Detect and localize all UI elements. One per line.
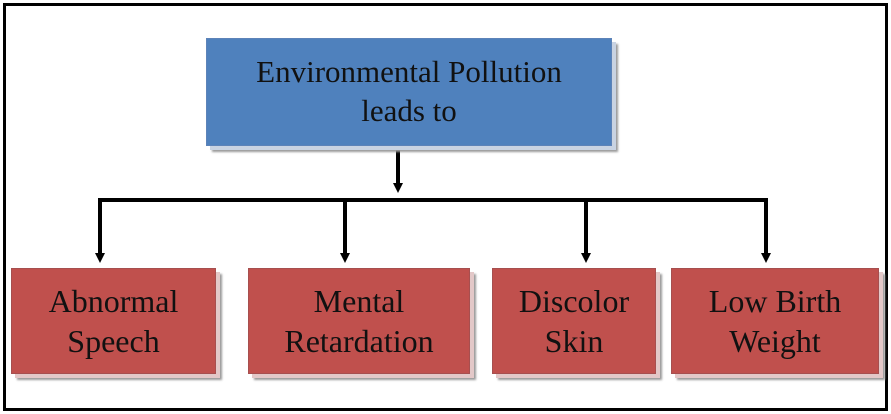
effect-node-mental-retardation: Mental Retardation [248,268,470,374]
effect-label-line1: Abnormal [48,283,179,319]
effect-node-low-birth-weight: Low Birth Weight [671,268,879,374]
effect-label-line1: Discolor [518,283,630,319]
effect-label: Low Birth Weight [709,281,841,361]
effect-label-line2: Skin [544,323,604,359]
effect-label-line2: Retardation [284,323,434,359]
effect-label: Mental Retardation [284,281,433,361]
effect-node-abnormal-speech: Abnormal Speech [11,268,216,374]
root-label-line1: Environmental Pollution [256,54,562,90]
effect-label-line1: Low Birth [708,283,842,319]
root-label-line2: leads to [361,93,457,128]
root-node-label: Environmental Pollution leads to [256,53,562,131]
effect-label-line2: Speech [67,323,160,359]
effect-node-discolor-skin: Discolor Skin [492,268,656,374]
effect-label-line2: Weight [729,323,821,359]
effect-label: Discolor Skin [519,281,629,361]
root-node-environmental-pollution: Environmental Pollution leads to [206,38,612,146]
effect-label: Abnormal Speech [49,281,179,361]
effect-label-line1: Mental [313,283,405,319]
